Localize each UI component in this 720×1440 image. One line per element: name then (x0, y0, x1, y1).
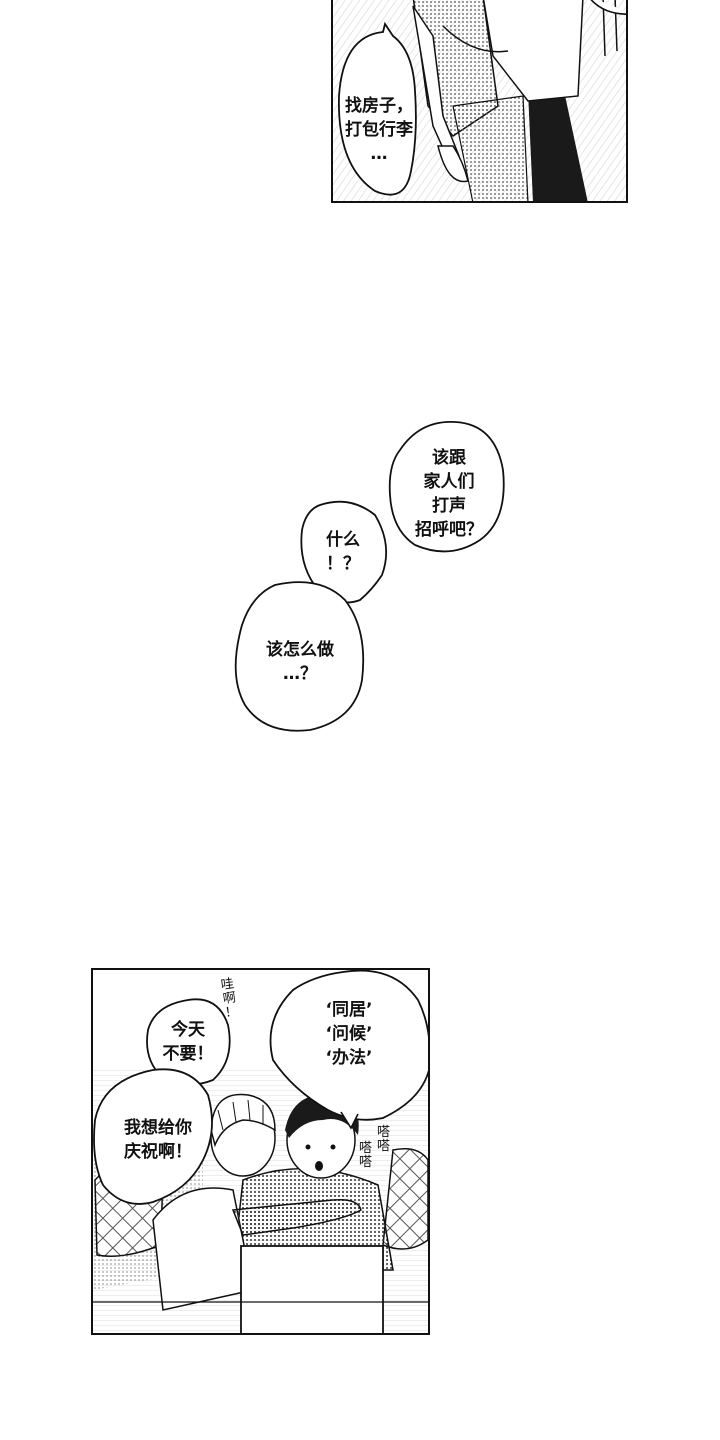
sfx-char: 嗒 (359, 1155, 373, 1170)
bubble-line: ‘同居’ (325, 1000, 373, 1020)
bubble-line: …？ (283, 664, 317, 684)
bubble-house-hunting: 找房子， 打包行李 … (333, 94, 425, 166)
bubble-line: 今天 (171, 1020, 205, 1040)
sfx-tap-right: 嗒 嗒 (377, 1126, 391, 1154)
bubble-tell-family: 该跟 家人们 打声 招呼吧？ (397, 446, 501, 542)
bubble-what: 什么 ！？ (305, 528, 381, 576)
floating-bubbles-artwork (234, 421, 505, 732)
bubble-line: 该跟 (432, 448, 466, 468)
bubble-line: 我想给你 (124, 1118, 192, 1138)
panel-bottom: ‘同居’ ‘问候’ ‘办法’ 今天 不要！ 我想给你 庆祝啊！ 哇 啊 ！ 嗒 … (91, 968, 430, 1335)
bubble-line: 不要！ (162, 1044, 214, 1064)
bubble-line: ！？ (326, 554, 360, 574)
panel-top-artwork (333, 0, 626, 201)
bubble-not-today: 今天 不要！ (153, 1018, 223, 1066)
sfx-tap-left: 嗒 嗒 (359, 1142, 373, 1170)
bubble-celebrate: 我想给你 庆祝啊！ (103, 1116, 213, 1164)
bubble-line: … (370, 144, 388, 164)
bubble-line: ‘问候’ (325, 1024, 373, 1044)
sfx-char: 嗒 (377, 1125, 391, 1140)
bubble-how-to: 该怎么做 …？ (244, 638, 356, 686)
panel-bottom-artwork (93, 970, 428, 1333)
sfx-char: 嗒 (377, 1139, 391, 1154)
bubble-line: 打声 (432, 496, 466, 516)
bubble-line: 打包行李 (345, 120, 413, 140)
bubble-line: 找房子， (345, 96, 413, 116)
bubble-line: 庆祝啊！ (124, 1142, 192, 1162)
panel-top: 找房子， 打包行李 … (331, 0, 628, 203)
bubble-line: ‘办法’ (325, 1048, 373, 1068)
bubble-line: 招呼吧？ (415, 520, 483, 540)
bubble-line: 什么 (326, 530, 360, 550)
sfx-char: ！ (223, 1004, 239, 1021)
bubble-line: 该怎么做 (266, 640, 334, 660)
bubble-line: 家人们 (423, 472, 475, 492)
bubble-thought-keywords: ‘同居’ ‘问候’ ‘办法’ (279, 998, 419, 1070)
sfx-char: 嗒 (359, 1141, 373, 1156)
